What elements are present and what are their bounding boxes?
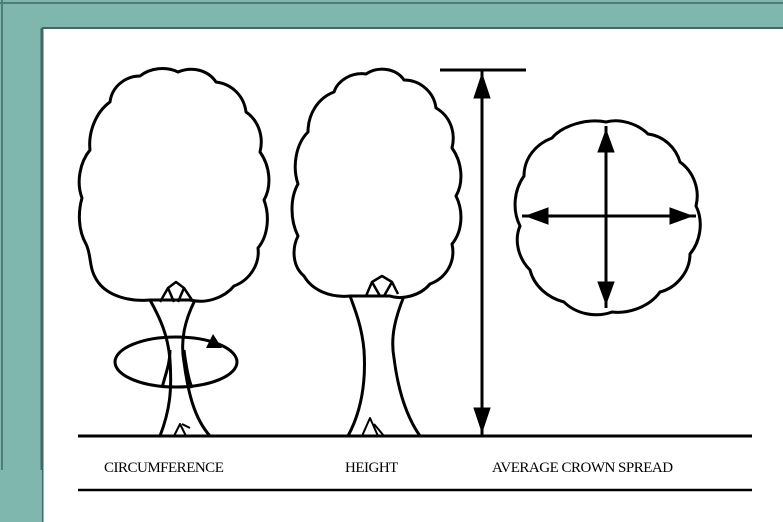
label-height: HEIGHT [345,460,398,476]
crown-2 [292,69,461,297]
label-crown-spread: AVERAGE CROWN SPREAD [492,460,673,476]
frame-bottom-strip [0,470,42,522]
crown-1 [79,69,269,302]
crown-spread-view [515,121,700,315]
label-circumference: CIRCUMFERENCE [104,460,224,476]
